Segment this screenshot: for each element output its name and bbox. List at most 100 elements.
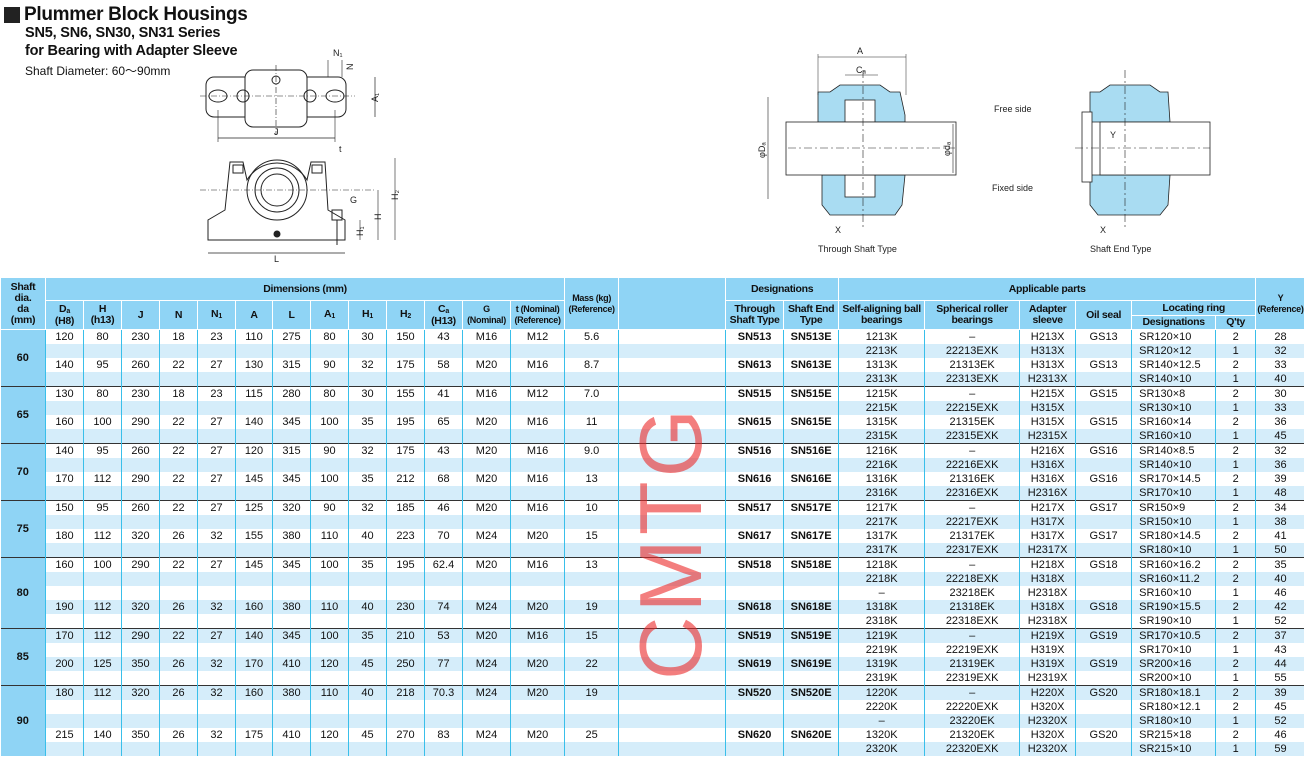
dim-cell	[424, 643, 463, 657]
dim-cell: 345	[272, 472, 311, 486]
dim-cell: 35	[348, 472, 387, 486]
y-cell: 33	[1255, 401, 1304, 415]
ball-bearing-cell: 2213K	[838, 344, 925, 358]
dim-cell	[509, 742, 565, 756]
dim-cell	[462, 671, 511, 686]
spherical-bearing-cell: 22213EXK	[924, 344, 1020, 358]
through-shaft-designation: SN517	[725, 500, 784, 515]
dim-cell	[121, 543, 160, 558]
dim-cell	[197, 714, 236, 728]
shaft-end-designation	[783, 515, 839, 529]
spherical-bearing-cell: 22317EXK	[924, 543, 1020, 558]
dim-cell: 112	[83, 685, 122, 700]
dim-cell	[348, 372, 387, 387]
dim-cell	[45, 714, 84, 728]
dim-cell: 100	[310, 628, 349, 643]
ball-bearing-cell: 2219K	[838, 643, 925, 657]
oil-seal-cell	[1075, 372, 1132, 387]
locating-ring-cell: SR120×10	[1131, 329, 1216, 344]
adapter-sleeve-cell: H318X	[1019, 600, 1076, 614]
dim-cell	[197, 344, 236, 358]
dim-cell: 110	[310, 600, 349, 614]
dim-cell	[386, 742, 425, 756]
gap-cell	[618, 685, 726, 700]
gap-cell	[618, 728, 726, 742]
shaft-end-designation	[783, 700, 839, 714]
shaft-end-designation: SN615E	[783, 415, 839, 429]
dim-cell	[197, 429, 236, 444]
dim-cell	[509, 458, 565, 472]
dim-cell	[310, 671, 349, 686]
dim-cell	[509, 372, 565, 387]
ball-bearing-cell: –	[838, 586, 925, 600]
dim-cell: 150	[45, 500, 84, 515]
dim-cell: 74	[424, 600, 463, 614]
dim-cell: 350	[121, 657, 160, 671]
gap-cell	[618, 643, 726, 657]
dim-cell: 22	[159, 415, 198, 429]
dim-cell	[348, 742, 387, 756]
dim-cell: 130	[45, 386, 84, 401]
adapter-sleeve-cell: H316X	[1019, 472, 1076, 486]
ball-bearing-cell: 2316K	[838, 486, 925, 501]
through-shaft-caption: Through Shaft Type	[818, 244, 897, 254]
oil-seal-cell	[1075, 643, 1132, 657]
spherical-bearing-cell: 21315EK	[924, 415, 1020, 429]
dim-cell	[310, 586, 349, 600]
y-cell: 41	[1255, 529, 1304, 543]
dim-cell: 200	[45, 657, 84, 671]
through-shaft-designation: SN618	[725, 600, 784, 614]
dim-cell	[197, 742, 236, 756]
dim-cell	[197, 700, 236, 714]
header-ring-designations: Designations	[1131, 315, 1216, 330]
locating-ring-cell: SR190×15.5	[1131, 600, 1216, 614]
dim-cell	[83, 458, 122, 472]
locating-ring-cell: SR140×10	[1131, 458, 1216, 472]
dim-cell	[45, 372, 84, 387]
dim-cell	[462, 344, 511, 358]
dim-cell: 23	[197, 329, 236, 344]
ring-qty-cell: 2	[1215, 657, 1256, 671]
ring-qty-cell: 1	[1215, 742, 1256, 756]
dim-cell	[197, 543, 236, 558]
dim-cell: 145	[235, 557, 273, 572]
gap-cell	[618, 671, 726, 686]
dim-cell: 125	[235, 500, 273, 515]
ball-bearing-cell: 2216K	[838, 458, 925, 472]
dim-cell: 22	[159, 472, 198, 486]
dim-cell	[424, 543, 463, 558]
dim-cell: 120	[310, 657, 349, 671]
oil-seal-cell	[1075, 344, 1132, 358]
dim-cell	[509, 486, 565, 501]
header-mass: Mass (kg)(Reference)	[564, 278, 619, 330]
dim-cell	[272, 586, 311, 600]
dim-cell: 195	[386, 557, 425, 572]
through-shaft-designation: SN620	[725, 728, 784, 742]
oil-seal-cell: GS13	[1075, 358, 1132, 372]
shaft-dia-cell: 60	[0, 329, 46, 387]
dim-cell	[159, 429, 198, 444]
dim-cell	[310, 614, 349, 629]
dim-cell: 145	[235, 472, 273, 486]
bearing-subtitle: for Bearing with Adapter Sleeve	[25, 43, 238, 59]
ball-bearing-cell: 2218K	[838, 572, 925, 586]
gap-cell	[618, 472, 726, 486]
dim-cell: 150	[386, 329, 425, 344]
dim-cell	[509, 671, 565, 686]
adapter-sleeve-cell: H218X	[1019, 557, 1076, 572]
dim-cell	[235, 344, 273, 358]
dim-cell: M16	[509, 628, 565, 643]
dim-cell	[462, 700, 511, 714]
ring-qty-cell: 2	[1215, 557, 1256, 572]
dim-cell: M16	[509, 443, 565, 458]
dim-cell: 95	[83, 500, 122, 515]
dim-cell	[386, 572, 425, 586]
mass-cell	[564, 671, 619, 686]
dim-cell	[45, 486, 84, 501]
dim-cell: 380	[272, 529, 311, 543]
gap-cell	[618, 572, 726, 586]
dim-cell	[348, 401, 387, 415]
adapter-sleeve-cell: H313X	[1019, 344, 1076, 358]
